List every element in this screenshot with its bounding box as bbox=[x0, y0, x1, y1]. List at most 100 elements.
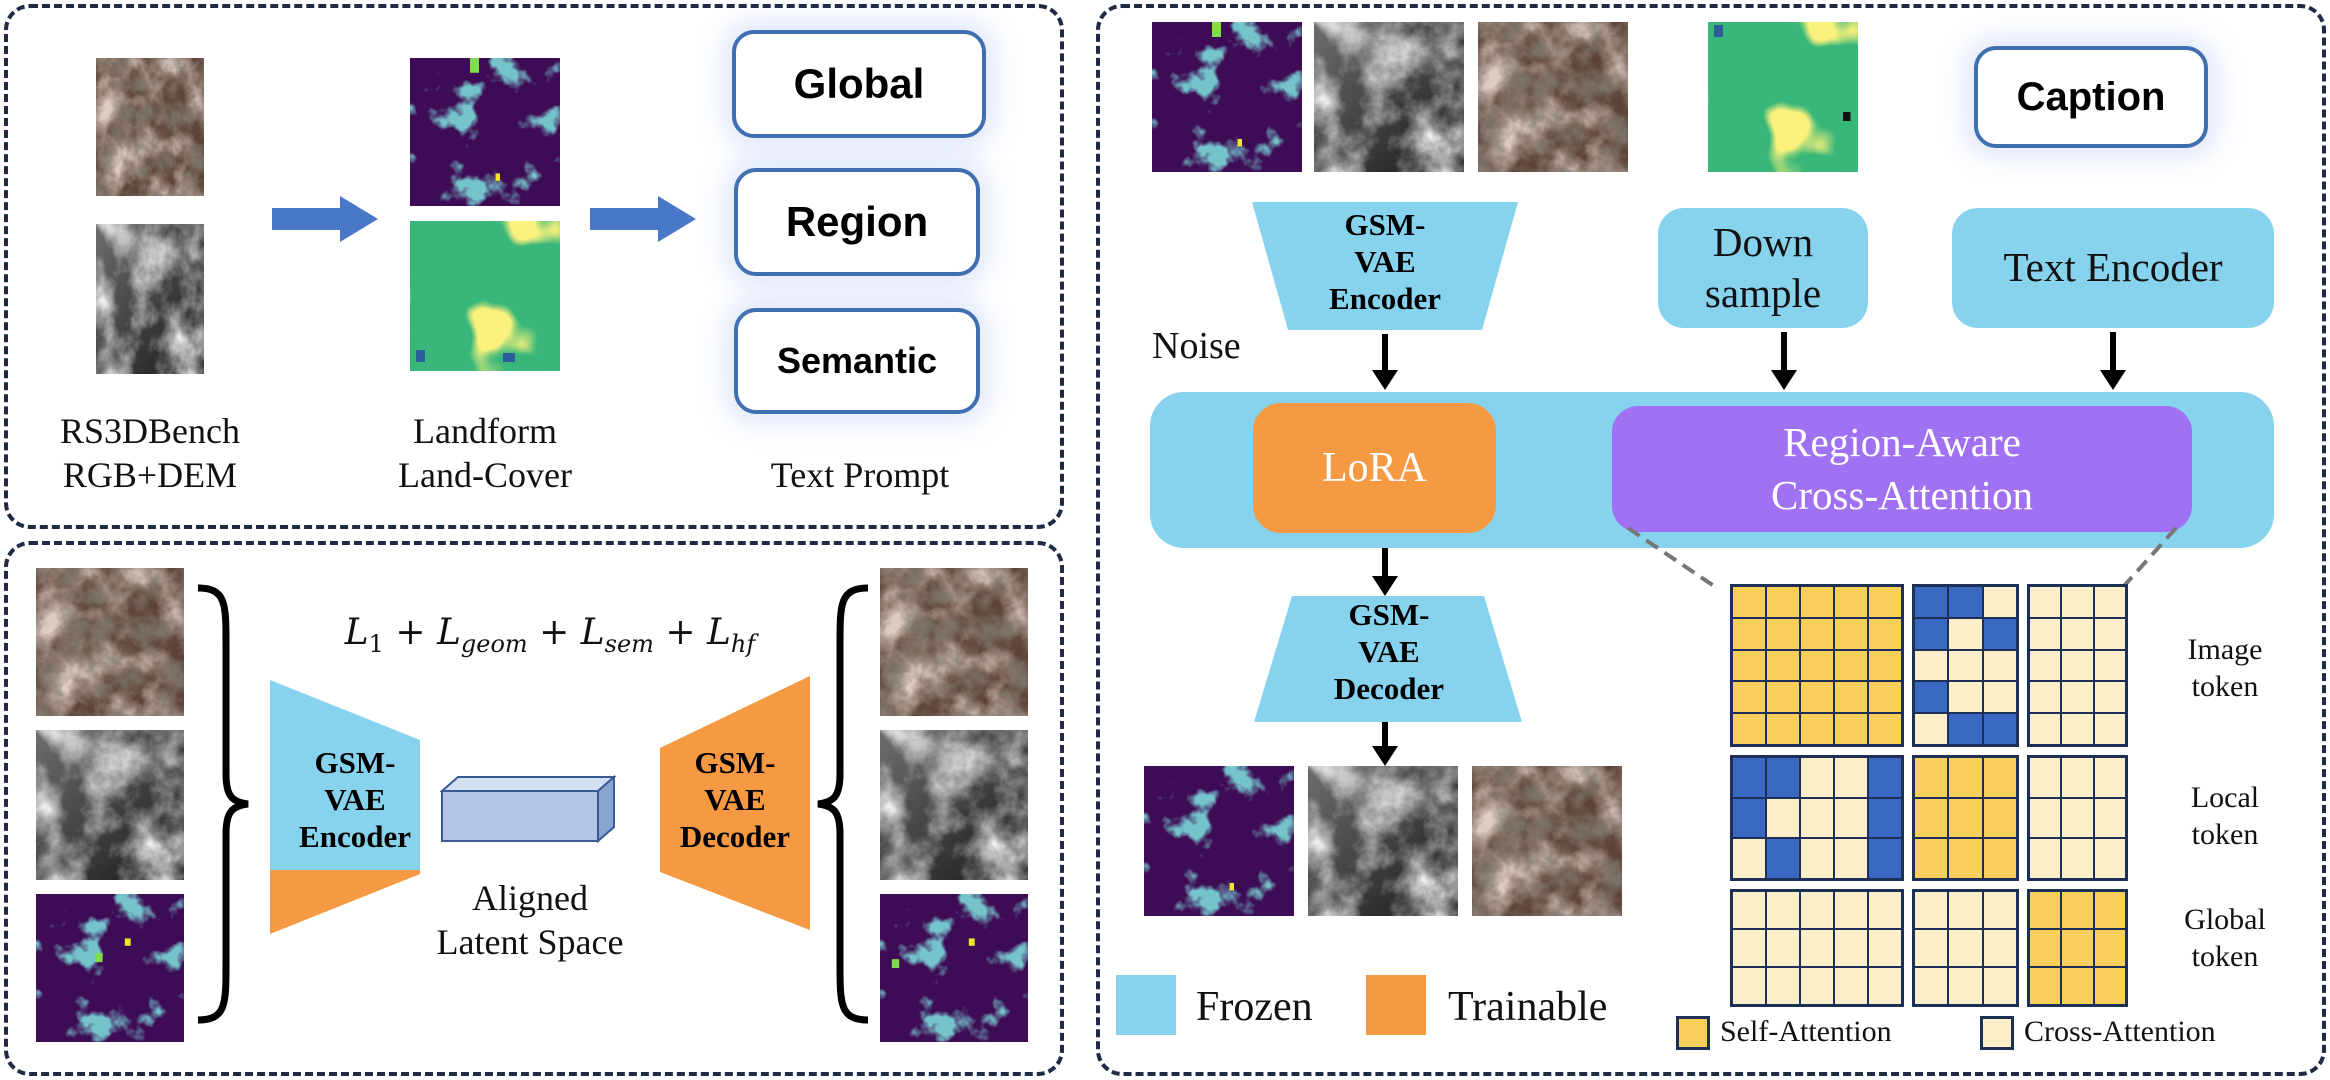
cross-attention-legend-label: Cross-Attention bbox=[2024, 1015, 2216, 1048]
attention-cell bbox=[1732, 929, 1766, 968]
encoder-frozen-part bbox=[270, 680, 420, 870]
attention-cell bbox=[1982, 891, 2017, 930]
attention-cell bbox=[2028, 838, 2062, 880]
attention-cell bbox=[2061, 713, 2094, 745]
attention-cell bbox=[2028, 797, 2062, 839]
attention-cell bbox=[1800, 681, 1834, 714]
global-prompt-button[interactable]: Global bbox=[732, 30, 986, 138]
output-right-brace bbox=[814, 584, 874, 1024]
attention-cell bbox=[2093, 617, 2126, 650]
attention-cell bbox=[1948, 586, 1983, 618]
attention-cell bbox=[2061, 929, 2094, 968]
attention-cell bbox=[1948, 838, 1983, 880]
panel-generation-pipeline bbox=[1096, 4, 2326, 1076]
arrow-decoder-down bbox=[1372, 722, 1398, 766]
caption-button[interactable]: Caption bbox=[1974, 46, 2208, 148]
attention-cell bbox=[1948, 681, 1983, 714]
attention-cell bbox=[1982, 586, 2017, 618]
attention-cell bbox=[2093, 756, 2126, 798]
arrow-downsample-down bbox=[1771, 332, 1797, 390]
attention-block-1-0 bbox=[1730, 754, 1904, 882]
attention-cell bbox=[2061, 681, 2094, 714]
attention-cell bbox=[1948, 617, 1983, 650]
arrow-shaft bbox=[590, 208, 660, 230]
attention-cell bbox=[1982, 681, 2017, 714]
attention-cell bbox=[1732, 891, 1766, 930]
attention-cell bbox=[2061, 617, 2094, 650]
generated-dem-thumbnail bbox=[1308, 766, 1458, 916]
attention-cell bbox=[1732, 586, 1766, 618]
attention-cell bbox=[1800, 967, 1834, 1006]
noise-label: Noise bbox=[1152, 325, 1241, 367]
attention-cell bbox=[1982, 929, 2017, 968]
attention-cell bbox=[1800, 649, 1834, 682]
attention-cell bbox=[2061, 967, 2094, 1006]
attention-cell bbox=[1834, 713, 1868, 745]
attention-cell bbox=[2028, 929, 2062, 968]
pipeline-landform-thumbnail bbox=[1152, 22, 1302, 172]
attention-cell bbox=[1800, 617, 1834, 650]
attention-cell bbox=[2093, 649, 2126, 682]
decoder-trainable-part bbox=[660, 676, 810, 930]
arrow-lora-down bbox=[1372, 548, 1398, 596]
attention-cell bbox=[1766, 797, 1800, 839]
dem-thumbnail bbox=[96, 224, 204, 374]
input-left-brace bbox=[192, 584, 252, 1024]
attention-cell bbox=[1732, 756, 1766, 798]
region-prompt-button[interactable]: Region bbox=[734, 168, 980, 276]
pipeline-landcover-thumbnail bbox=[1708, 22, 1858, 172]
encoder-trainable-part bbox=[270, 870, 420, 934]
attention-cell bbox=[2028, 649, 2062, 682]
attention-cell bbox=[1868, 891, 1902, 930]
attention-cell bbox=[1982, 713, 2017, 745]
pipeline-decoder-block bbox=[1254, 596, 1522, 722]
attention-block-1-2 bbox=[2026, 754, 2128, 882]
attention-cell bbox=[1800, 797, 1834, 839]
flow-arrow-1 bbox=[272, 196, 378, 242]
latent-cube bbox=[439, 774, 620, 845]
attention-cell bbox=[2093, 586, 2126, 618]
brace-path bbox=[197, 584, 249, 1024]
attention-cell bbox=[1868, 756, 1902, 798]
frozen-legend-label: Frozen bbox=[1196, 984, 1313, 1030]
attention-block-1-1 bbox=[1912, 754, 2019, 882]
attention-cell bbox=[2093, 838, 2126, 880]
self-attention-legend-swatch bbox=[1676, 1016, 1710, 1050]
attention-cell bbox=[1766, 756, 1800, 798]
attention-cell bbox=[1868, 649, 1902, 682]
attention-cell bbox=[2061, 838, 2094, 880]
attention-cell bbox=[2028, 586, 2062, 618]
attention-cell bbox=[1800, 586, 1834, 618]
attention-cell bbox=[1766, 586, 1800, 618]
attention-cell bbox=[1914, 586, 1949, 618]
brace-path bbox=[817, 584, 869, 1024]
attention-cell bbox=[1868, 838, 1902, 880]
semantic-prompt-button[interactable]: Semantic bbox=[734, 308, 980, 414]
attention-block-0-0 bbox=[1730, 584, 1904, 747]
attention-cell bbox=[1834, 649, 1868, 682]
attention-cell bbox=[2028, 713, 2062, 745]
input-dem-thumbnail bbox=[36, 730, 184, 880]
attention-cell bbox=[1868, 681, 1902, 714]
landform-thumbnail bbox=[410, 58, 560, 206]
panel-vae-alignment bbox=[4, 541, 1064, 1076]
attention-cell bbox=[1766, 838, 1800, 880]
attention-cell bbox=[1732, 797, 1766, 839]
attention-cell bbox=[1834, 797, 1868, 839]
attention-cell bbox=[1766, 967, 1800, 1006]
attention-cell bbox=[2093, 681, 2126, 714]
output-landform-thumbnail bbox=[880, 894, 1028, 1042]
zoom-lines bbox=[1620, 520, 2180, 600]
attention-cell bbox=[1868, 617, 1902, 650]
generated-rgb-thumbnail bbox=[1472, 766, 1622, 916]
attention-cell bbox=[2028, 617, 2062, 650]
attention-cell bbox=[2093, 891, 2126, 930]
attention-cell bbox=[1914, 891, 1949, 930]
